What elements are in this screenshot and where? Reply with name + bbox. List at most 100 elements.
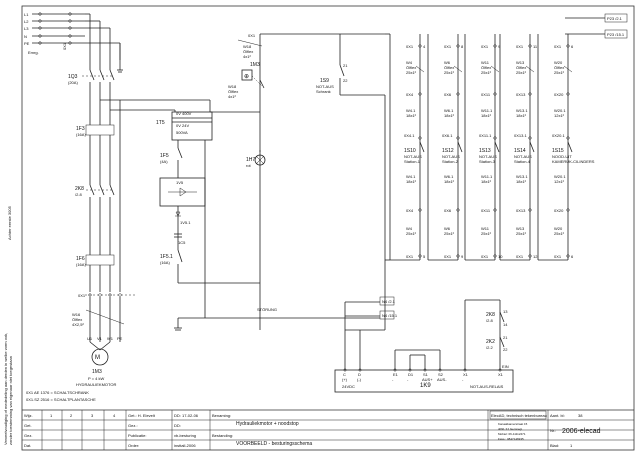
relay-terminal-sub: (+) [342,377,348,382]
estop-bottom-no: 5 [423,254,426,259]
estop-cable-d: W13 [516,226,525,231]
estop-cable-a-type: Ölflex [444,65,454,70]
estop-station: Station-2 [442,159,459,164]
fan-circuit: 0X1 W18 Ölflex 4x1² ⊕ 1M3 W18 Ölflex 4x1… [228,33,385,99]
drawing-no-label: Nr.: [550,428,556,433]
estop-cable-d: W6 [444,226,451,231]
estop-top-no: 4 [423,44,426,49]
estop-cable-c-section: 18x1² [516,179,527,184]
relay-terminal-7: X1- [462,368,469,382]
estop-cable-b-section: 12x1² [554,113,565,118]
estop-cable-d: W4 [406,226,413,231]
estop-cable-a-section: 25x1² [516,70,527,75]
estop-cable-a-type: Ölflex [554,65,564,70]
k8-pin-13: 13 [503,309,508,314]
relay-terminal-1: C(+) [342,368,348,382]
relay-terminal-sub: - [407,377,409,382]
main-switch-1q3: 1Q3 (20A) [68,69,115,125]
k8-tag: 2K8 [75,186,84,192]
fan-cable-tag: W18 [243,44,252,49]
p23-references: P23 /2.1 P23 /15.1 [565,13,628,39]
fan-symbol: ⊕ [244,74,249,80]
relay-k8-ref: /2.8 [486,318,493,323]
fan-cable-type: Ölflex [243,49,253,54]
estop-cable-d: W11 [481,226,490,231]
transformer-primary: 0V 400V [176,111,192,116]
benaming-label: Benaming: [212,413,231,418]
estop-cable-a: W13 [516,60,525,65]
estop-cable-a-section: 25x1² [406,70,417,75]
fan-tag: 1M3 [250,62,260,68]
relay-terminal-4: D1- [407,368,414,382]
relay-k2-tag: 2K2 [486,339,495,345]
transformer-1t5: 0V 400V 0V 24V 500VA 1T5 [156,100,213,290]
n4-ref-1: N4 /2.1 [382,299,396,304]
k8-ref: /2.8 [75,192,82,197]
estop-cable-a-type: Ölflex [481,65,491,70]
rev-label-2: Get. [24,423,32,428]
estop-switch-tag: 1S15 [552,148,564,154]
estop-cable-c-section: 18x1² [444,179,455,184]
estop-cable-b: W20.1 [554,108,566,113]
estop-low-terminal: 0X6 [444,208,452,213]
relay-terminal-label: X1 [463,372,469,377]
capacitor-1c5: 1C5 [174,233,186,245]
estop-mid-terminal: 0X6 [444,92,452,97]
estop-top-terminal: 0X1 [444,44,452,49]
estop-cable-b: W13.1 [516,108,528,113]
motor-cable-type: Ölflex [72,317,82,322]
estop-cabinet-pin-21: 21 [343,63,348,68]
note-line-2: 0X1.SZ 2516 = SCHALTPLANTASCHE [26,397,96,402]
f3-rating: (16A) [76,132,86,137]
estop-cable-b: W4.1 [406,108,416,113]
relay-k8-tag: 2K8 [486,312,495,318]
relay-terminal-3: E1- [392,368,399,382]
page-label: Aant. bl: [550,413,565,418]
estop-cable-b-section: 18x1² [516,113,527,118]
estop-cable-c-section: 18x1² [406,179,417,184]
estop-top-terminal: 0X1 [554,44,562,49]
estop-cable-c: W11.1 [481,174,493,179]
estop-cable-c: W6.1 [444,174,454,179]
estop-mid-terminal: 0X13 [516,92,526,97]
motor-terminal-strip: 0X1 W16 Ölflex 4X2,5² U1 V1 W1 PE [72,43,135,342]
relay-name: NOT-AUS-RELAIS [470,384,504,389]
side-note-archive: Achter eerste 3005 [7,205,12,240]
estop-bottom-terminal: 0X1 [444,254,452,259]
relay-terminal-2: D(-) [357,368,362,382]
supply-bus: L1 L2 L3 N PE 0X1 Emrg. [24,12,85,55]
estop-cable-d-section: 25x1² [516,231,527,236]
estop-cable-d-section: 25x1² [406,231,417,236]
note-line-1: 0X1 AE 1376 = SCHALTSCHRANK [26,390,89,395]
p23-ref-1: P23 /2.1 [607,16,623,21]
k8-pin-14: 14 [503,322,508,327]
relay-terminal-sub: AUS+ [422,377,433,382]
estop-station: KAMERUK-CILINDERS [552,159,595,164]
breaker-1f3: 1F3 (16A) [76,99,210,185]
relay-terminal-sub: - [462,377,464,382]
estop-cable-a-type: Ölflex [406,65,416,70]
relay-tag: 1K9 [420,383,431,389]
motor-terminal-pe: PE [117,336,123,341]
estop-box: 0X6.1 [442,133,453,138]
motor-symbol-m: M [95,355,100,361]
estop-switch-tag: 1S13 [479,148,491,154]
order-label: Order: [128,443,139,448]
title-block: Wijz. Get. Gez. Dat. 1 2 3 4 Get.: H. El… [22,409,634,450]
estop-cable-b: W6.1 [444,108,454,113]
diode-1v5-1: 1V5.1 [175,211,191,225]
estop-low-terminal: 0X11 [481,208,491,213]
motor-name: HYDRAULIEKMOTOR [76,382,116,387]
relay-terminal-label: C [343,372,346,377]
n4-ref-2: N4 /15.1 [382,313,398,318]
estop-box: 0X11.1 [479,133,492,138]
fan-cable-type-2: Ölflex [228,89,238,94]
relay-terminal-sub: - [392,377,394,382]
lamp-color: rot [246,163,252,168]
drawn-by: Get.: H. Elevelt [128,413,156,418]
estop-cable-b-section: 18x1² [481,113,492,118]
transformer-secondary: 0V 24V [176,123,189,128]
motor-cable-tag: W16 [72,312,81,317]
